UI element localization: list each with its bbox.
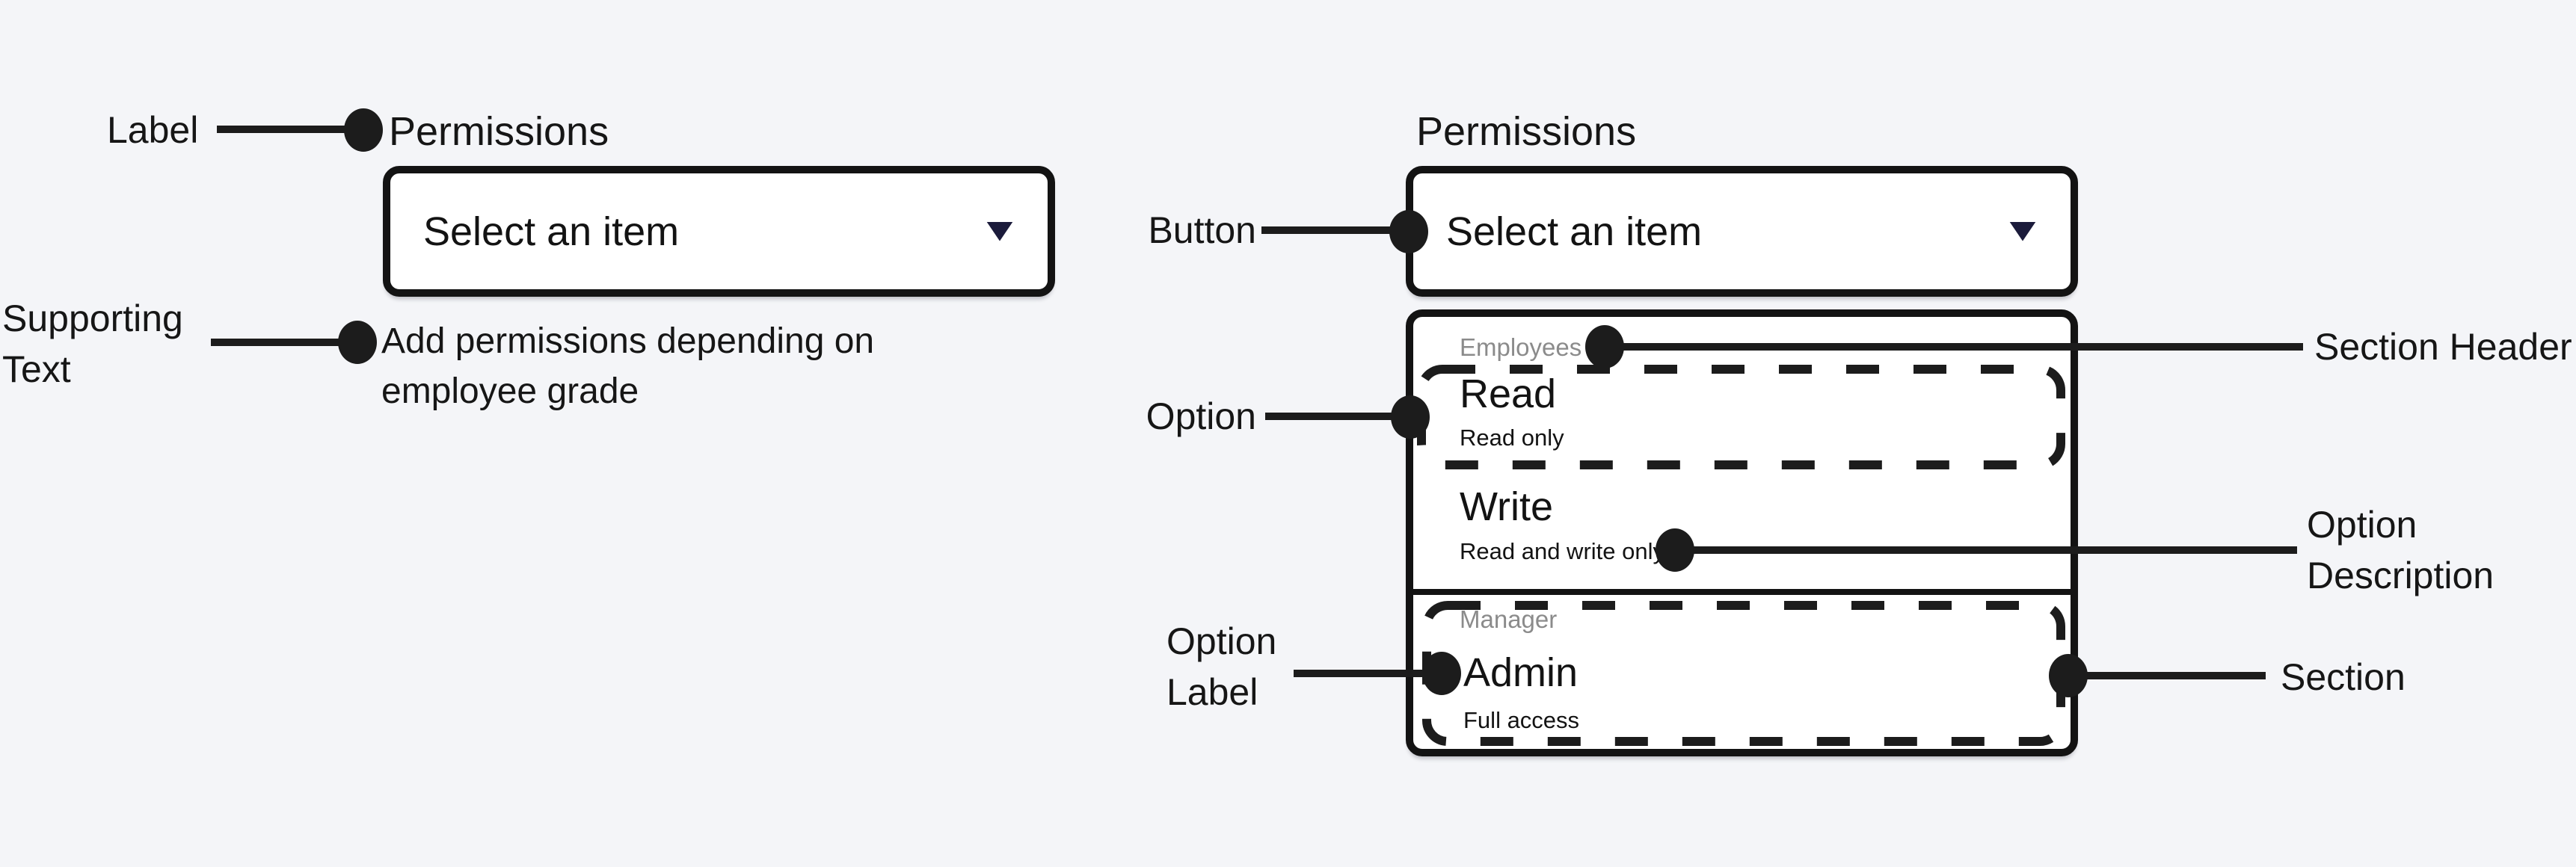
- annotation-option-label: Option Label: [1166, 620, 1277, 713]
- menu-option-write[interactable]: Write Read and write only: [1460, 484, 1664, 568]
- option-description-text: Read and write only: [1460, 538, 1664, 564]
- menu-section-divider: [1412, 589, 2072, 595]
- caret-down-icon: [2009, 221, 2036, 241]
- option-description-text: Read only: [1460, 425, 1564, 451]
- field-label-closed: Permissions: [389, 109, 609, 154]
- annotation-supporting-text: Supporting Text: [2, 297, 183, 390]
- supporting-text: Add permissions depending on employee gr…: [381, 316, 874, 416]
- annotation-label: Label: [107, 109, 199, 151]
- annotation-option-description: Option Description: [2307, 504, 2494, 596]
- select-trigger-button-closed[interactable]: Select an item: [383, 166, 1055, 297]
- option-label-text: Read: [1460, 371, 1557, 416]
- callout-dot-supporting-text: [338, 321, 377, 364]
- option-description-text: Full access: [1463, 707, 1580, 733]
- option-label-text: Write: [1460, 484, 1554, 529]
- select-value-text: Select an item: [423, 209, 680, 254]
- select-trigger-button-open[interactable]: Select an item: [1406, 166, 2078, 297]
- select-value-text: Select an item: [1446, 209, 1703, 254]
- annotation-button: Button: [1148, 209, 1256, 251]
- field-label-open: Permissions: [1416, 109, 1637, 154]
- callout-dot-label: [344, 108, 383, 152]
- menu-section-header-manager: Manager: [1460, 605, 1558, 633]
- option-label-text: Admin: [1463, 650, 1579, 695]
- menu-option-read[interactable]: Read Read only: [1460, 371, 1564, 454]
- menu-option-admin[interactable]: Admin Full access: [1463, 650, 1579, 737]
- supporting-text-line1: Add permissions depending on: [381, 321, 875, 361]
- caret-down-icon: [986, 221, 1013, 241]
- annotation-section-header: Section Header: [2314, 326, 2572, 368]
- annotation-section: Section: [2281, 656, 2406, 698]
- supporting-text-line2: employee grade: [381, 371, 639, 411]
- annotation-option: Option: [1146, 395, 1256, 437]
- menu-section-header-employees: Employees: [1460, 333, 1582, 361]
